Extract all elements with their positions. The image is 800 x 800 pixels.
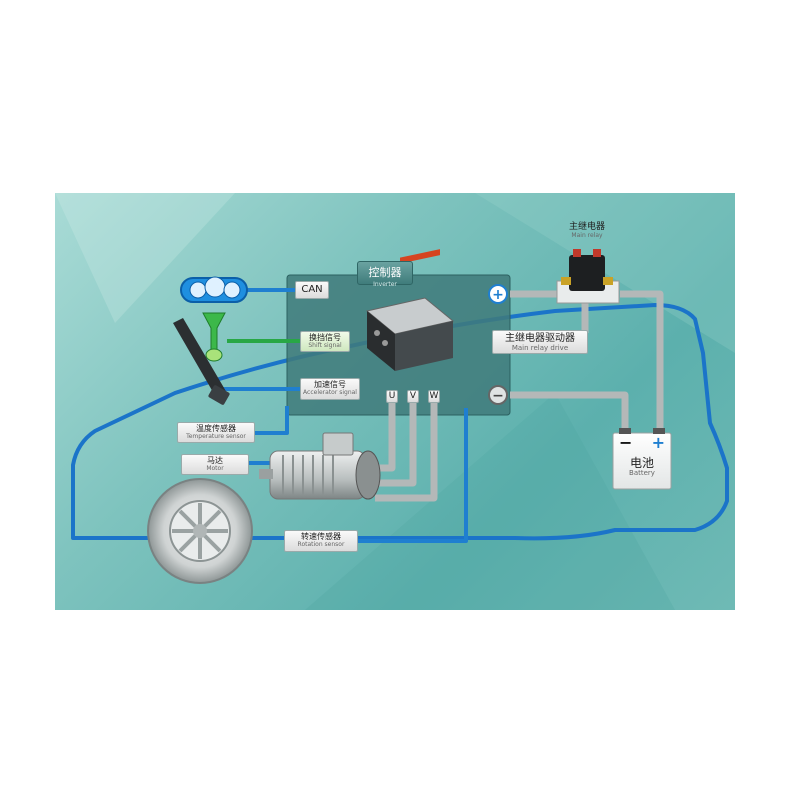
wire-relay-to-battery [620, 290, 664, 433]
pedal-icon [173, 318, 230, 405]
motor-zh: 马达 [207, 456, 223, 465]
main-relay-zh: 主继电器 [568, 222, 605, 232]
phase-v-label: V [407, 390, 419, 403]
battery-icon [612, 428, 672, 490]
shift-lever-icon [202, 312, 226, 362]
shift-zh: 换挡信号 [309, 333, 341, 342]
rotation-zh: 转速传感器 [301, 532, 341, 541]
inverter-icon [365, 249, 455, 371]
signal-wires [223, 288, 468, 543]
wire-minus-to-battery [510, 391, 629, 433]
battery-minus: − [619, 433, 633, 452]
rotation-sensor-label: 转速传感器 Rotation sensor [284, 530, 358, 552]
svg-text:+: + [492, 287, 504, 303]
motor-en: Motor [206, 465, 224, 472]
controller-title: 控制器 Inverter [357, 261, 413, 288]
temperature-sensor-label: 温度传感器 Temperature sensor [177, 422, 255, 443]
minus-terminal: − [488, 385, 508, 405]
relay-drive-zh: 主继电器驱动器 [505, 333, 575, 344]
motor-icon [259, 432, 381, 500]
wire-phase-v [375, 403, 417, 487]
wire-phase-w [375, 403, 438, 502]
plus-terminal: + [488, 284, 508, 304]
main-relay-label: 主继电器 Main relay [552, 223, 622, 239]
temp-zh: 温度传感器 [196, 424, 236, 433]
main-relay-en: Main relay [571, 232, 603, 239]
accel-en: Accelerator signal [303, 389, 357, 396]
rotation-en: Rotation sensor [297, 541, 345, 548]
relay-drive-label: 主继电器驱动器 Main relay drive [492, 330, 588, 354]
wire-rotation [358, 408, 468, 543]
wire-phase-u [375, 403, 396, 472]
battery-plus: + [651, 433, 665, 452]
relay-icon [556, 249, 620, 304]
wheel-icon [147, 478, 253, 584]
phase-w-label: W [428, 390, 440, 403]
motor-label: 马达 Motor [181, 454, 249, 475]
shift-signal-label: 换挡信号 Shift signal [300, 331, 350, 352]
accel-signal-label: 加速信号 Accelerator signal [300, 378, 360, 400]
battery-text: − + 电池 Battery [613, 433, 671, 477]
svg-text:−: − [492, 388, 504, 404]
temp-en: Temperature sensor [186, 433, 246, 440]
diagram-canvas: + − [55, 193, 735, 610]
battery-en: Battery [629, 469, 655, 477]
power-wires [375, 290, 664, 502]
wire-temp [255, 406, 289, 435]
ev-system-diagram: + − CAN 控制器 Inverter 主继电器 Main relay 换挡信… [55, 193, 735, 610]
shift-en: Shift signal [308, 342, 342, 349]
accel-zh: 加速信号 [314, 380, 346, 389]
battery-zh: 电池 [629, 456, 654, 470]
background-facets [55, 193, 735, 610]
controller-zh: 控制器 [368, 266, 402, 279]
dashboard-icon [180, 276, 248, 303]
relay-drive-en: Main relay drive [511, 344, 569, 352]
controller-en: Inverter [373, 281, 397, 288]
can-label: CAN [295, 281, 329, 299]
phase-u-label: U [386, 390, 398, 403]
